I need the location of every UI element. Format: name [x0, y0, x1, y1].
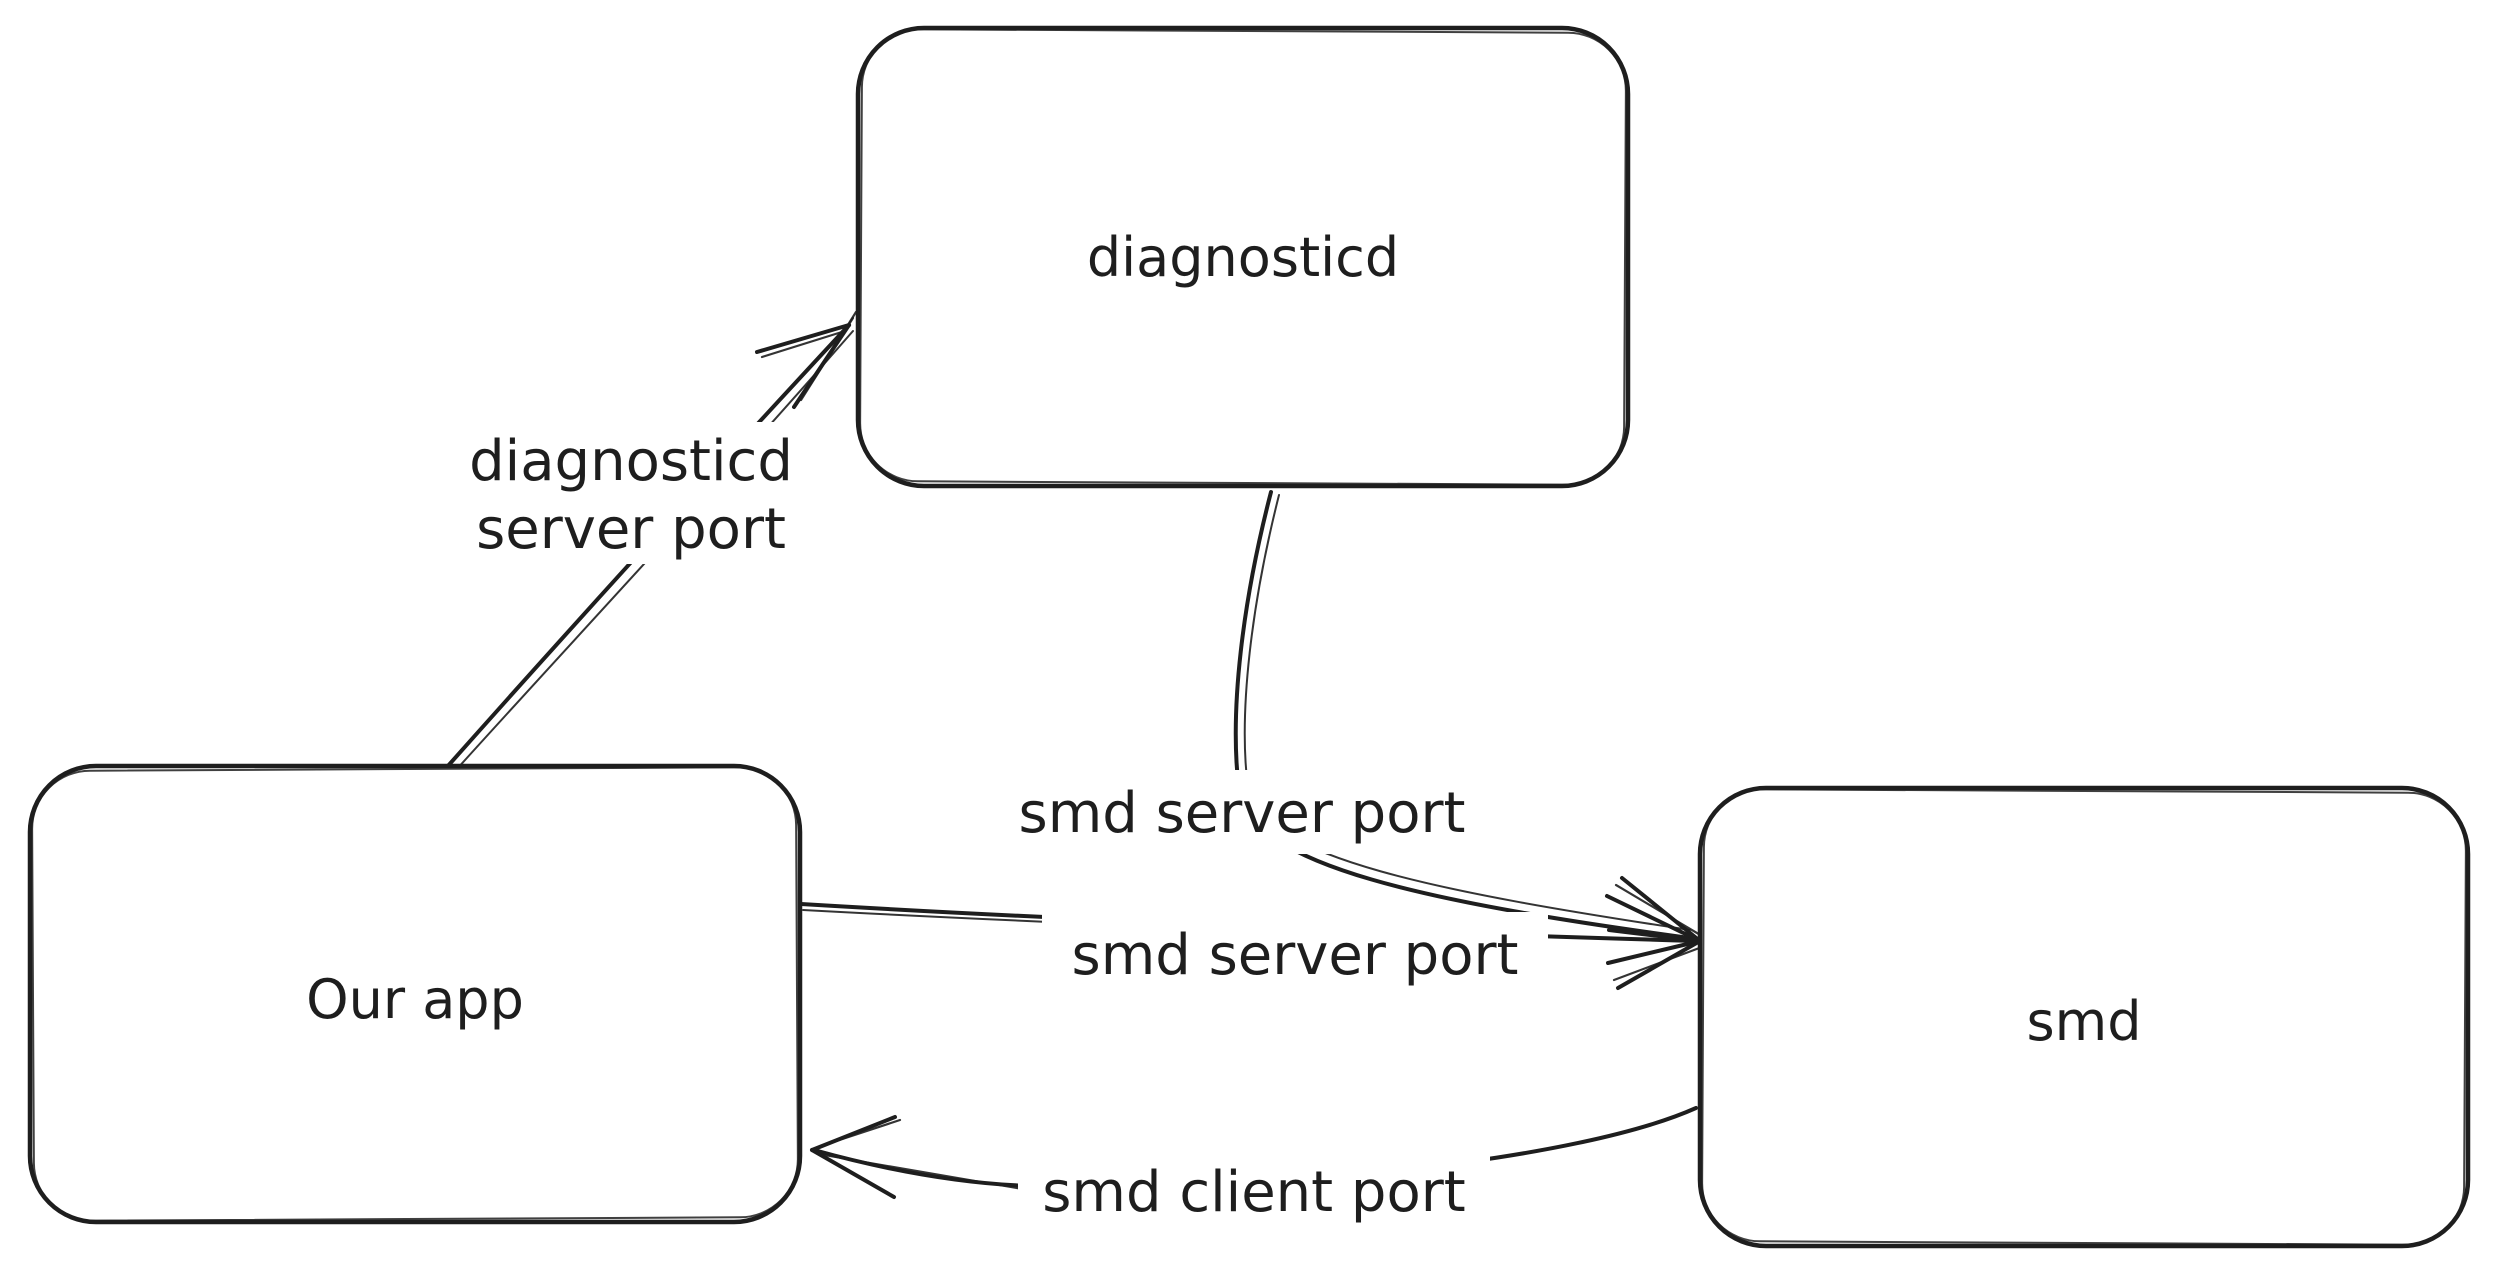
edge-label-smd-client-port: smd client port	[1018, 1150, 1490, 1232]
node-our-app-box	[27, 763, 803, 1225]
node-our-app: Our app	[27, 763, 803, 1225]
arrow-barb	[1605, 894, 1702, 943]
edge-label: smd client port	[1042, 1160, 1465, 1225]
arrowhead-at-smd	[1605, 876, 1704, 990]
edge-label-bg	[1018, 1150, 1490, 1232]
arrow-barb	[1607, 928, 1702, 943]
arrow-barb	[760, 329, 847, 359]
node-smd-box	[1697, 785, 2471, 1249]
edge-label-diagnosticd-server-port: diagnosticd server port	[455, 422, 807, 564]
arrowhead-at-our-app	[810, 1115, 902, 1199]
arrow-barb	[755, 323, 851, 354]
node-smd-box-sketch	[1701, 788, 2467, 1246]
edge-label-bg	[455, 422, 807, 564]
arrow-barb	[834, 310, 858, 346]
node-smd: smd	[1697, 785, 2471, 1249]
arrow-barb	[810, 1148, 896, 1199]
node-diagnosticd-label: diagnosticd	[1087, 226, 1399, 289]
arrow-barb	[1616, 939, 1702, 990]
edge-label-bg	[992, 770, 1492, 854]
arrow-barb	[816, 1118, 902, 1149]
node-smd-label: smd	[2026, 990, 2141, 1053]
node-diagnosticd-box-sketch	[859, 28, 1627, 486]
arrow-barb	[1606, 939, 1702, 965]
arrow-barb	[1612, 945, 1704, 982]
edge-line-sketch	[1243, 494, 1691, 931]
node-diagnosticd-box	[855, 25, 1631, 489]
edge-our-app-to-smd	[799, 876, 1704, 990]
edge-label-line2: server port	[476, 497, 786, 562]
edge-label-smd-server-port-lower: smd server port	[1042, 912, 1548, 996]
arrowhead-at-diagnosticd	[755, 310, 858, 409]
edge-line	[1233, 490, 1699, 941]
edge-label-line1: diagnosticd	[469, 429, 793, 494]
edge-diagnosticd-to-smd	[1233, 490, 1699, 941]
arrow-barb	[1620, 876, 1702, 943]
edge-label: smd server port	[1019, 781, 1466, 846]
node-diagnosticd: diagnosticd	[855, 25, 1631, 489]
edge-label: smd server port	[1072, 923, 1519, 988]
arrow-barb	[1614, 883, 1704, 938]
edge-line-sketch	[817, 1153, 1029, 1191]
node-our-app-label: Our app	[306, 968, 524, 1031]
edge-label-smd-server-port-upper: smd server port	[992, 770, 1492, 854]
edge-label-bg	[1042, 912, 1548, 996]
node-our-app-box-sketch	[31, 766, 799, 1222]
